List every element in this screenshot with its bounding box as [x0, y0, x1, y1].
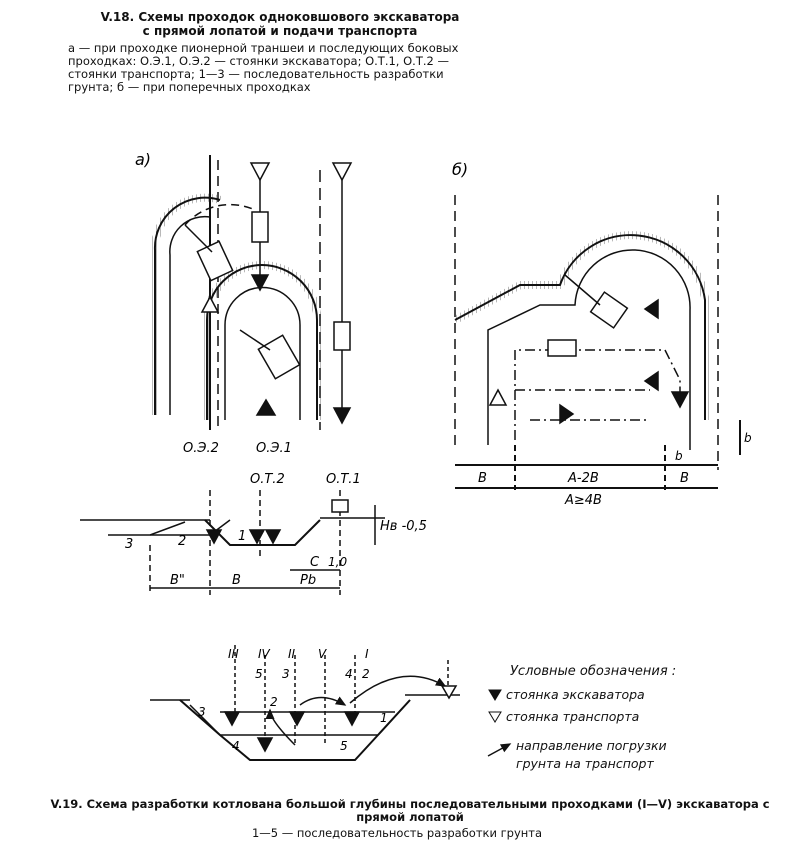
fig-a-c: С [310, 555, 320, 570]
v19-top-3: 3 [282, 667, 290, 681]
fig-a-b2: В" [170, 573, 185, 588]
v19-n3: 3 [198, 705, 206, 719]
v19-n4: 4 [232, 739, 240, 753]
legend-arrow-icon [487, 743, 512, 757]
v19-top-5: 5 [255, 667, 263, 681]
fig-a-ot1-label: О.Т.1 [326, 472, 361, 487]
fig-a-n3: 3 [125, 537, 133, 552]
fig-a-oe2-label: О.Э.2 [183, 441, 219, 456]
figure-v18-title: V.18. Схемы проходок одноковшового экска… [100, 10, 460, 38]
v19-roman-5: V [318, 647, 327, 661]
fig-b-label: б) [452, 160, 468, 179]
legend-transport-icon [488, 711, 502, 723]
figure-v19-title: V.19. Схема разработки котлована большой… [50, 797, 770, 824]
fig-a-pb: Pb [300, 573, 316, 588]
fig-b-a2b: А-2В [567, 471, 599, 486]
fig-b-b-side: b [744, 431, 752, 445]
legend-title: Условные обозначения : [510, 664, 677, 679]
fig-b-b-left: В [478, 471, 487, 486]
v19-roman-3: III [228, 647, 239, 661]
fig-b-plan-view [453, 195, 741, 490]
fig-a-b: В [232, 573, 241, 588]
fig-a-n1: 1 [238, 529, 246, 544]
fig-v19-section [150, 645, 460, 761]
v19-n2: 2 [270, 695, 278, 709]
fig-a-ot2-label: О.Т.2 [250, 472, 285, 487]
legend-transport: стоянка транспорта [506, 709, 640, 724]
fig-a-oe1-label: О.Э.1 [256, 441, 292, 456]
v19-roman-4: IV [258, 647, 271, 661]
legend-excavator-icon [488, 689, 502, 701]
v19-top-4: 4 [345, 667, 353, 681]
fig-b-b-small: b [675, 449, 683, 463]
v19-roman-1: I [365, 647, 369, 661]
fig-a-1-0: 1,0 [328, 555, 347, 569]
fig-a-section [80, 490, 385, 595]
fig-a-label: а) [135, 150, 151, 169]
legend-direction-1: направление погрузки [516, 738, 667, 753]
fig-b-b-right: В [680, 471, 689, 486]
v19-top-2: 2 [362, 667, 370, 681]
fig-b-a4b: А≥4В [564, 493, 602, 508]
v19-roman-2: II [288, 647, 296, 661]
v19-n5: 5 [340, 739, 348, 753]
fig-a-n2: 2 [178, 534, 186, 549]
legend-direction-2: грунта на транспорт [516, 756, 654, 771]
v19-n1: 1 [380, 711, 388, 725]
legend-excavator: стоянка экскаватора [506, 687, 645, 702]
figure-v19-subtitle: 1—5 — последовательность разработки грун… [251, 826, 543, 840]
fig-a-hv: Hв -0,5 [380, 519, 427, 534]
figure-v18-legend-text: а — при проходке пионерной траншеи и пос… [68, 41, 459, 94]
fig-a-symbols [184, 162, 353, 425]
fig-a-plan-view [150, 155, 343, 430]
